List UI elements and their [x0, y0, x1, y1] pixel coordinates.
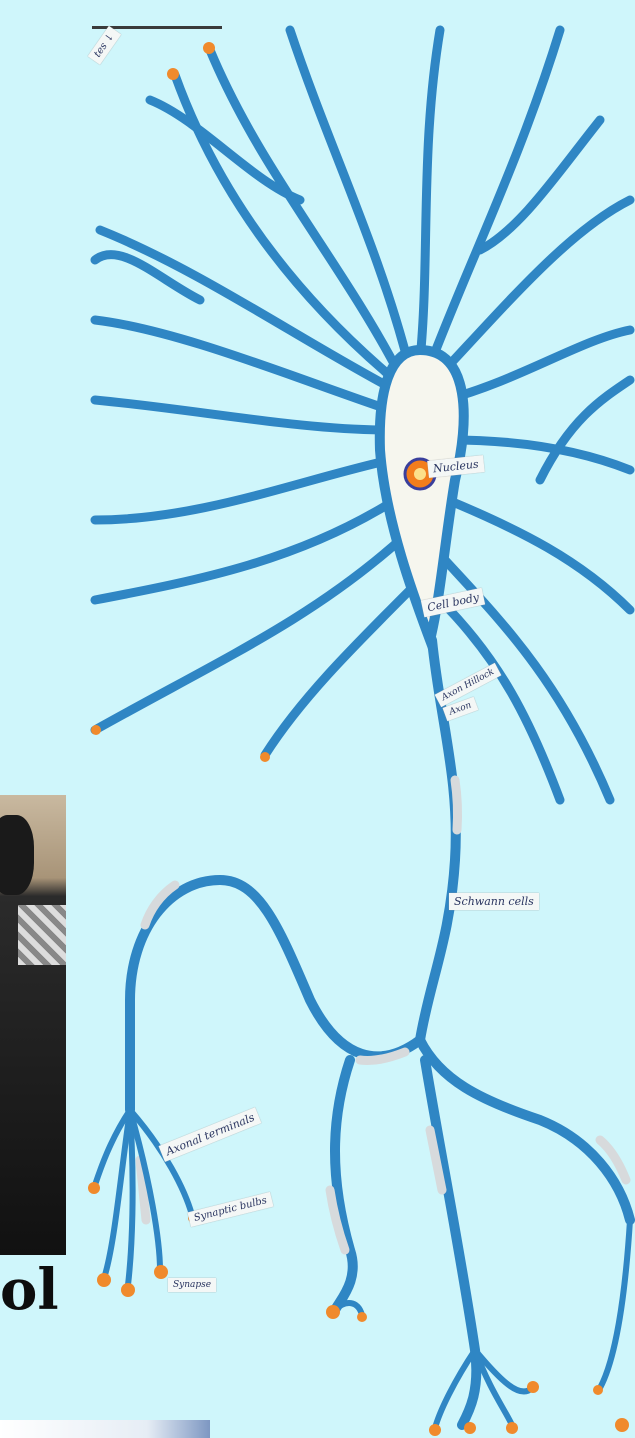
synaptic-bulb — [593, 1385, 603, 1395]
dendrite — [265, 590, 410, 755]
myelin-sheaths — [140, 780, 626, 1250]
synaptic-bulb — [326, 1305, 340, 1319]
synaptic-bulb — [506, 1422, 518, 1434]
dendrite — [440, 600, 560, 800]
synaptic-bulb — [260, 752, 270, 762]
student-photo — [0, 795, 66, 1255]
synaptic-bulb — [203, 42, 215, 54]
synaptic-bulbs — [88, 42, 629, 1436]
synaptic-bulb — [357, 1312, 367, 1322]
nucleolus — [414, 468, 426, 480]
axon-branch-left — [130, 880, 420, 1110]
axon — [130, 640, 630, 1425]
dendrite — [95, 460, 390, 520]
dendrites — [95, 30, 630, 800]
dendrite — [95, 400, 388, 430]
dendrite — [95, 255, 200, 300]
synaptic-bulb — [154, 1265, 168, 1279]
synaptic-bulb — [464, 1422, 476, 1434]
synaptic-bulb — [167, 68, 179, 80]
synaptic-bulb — [121, 1283, 135, 1297]
label-schwann-cells: Schwann cells — [449, 893, 539, 910]
axon-branch-mid — [335, 1060, 353, 1310]
synaptic-bulb — [615, 1418, 629, 1432]
cropped-image-strip — [0, 1420, 210, 1438]
dendrite — [420, 30, 440, 360]
dendrite — [440, 200, 630, 375]
photo-person — [0, 815, 34, 895]
synaptic-bulb — [91, 725, 101, 735]
synaptic-bulb — [88, 1182, 100, 1194]
terminal-branch — [600, 1220, 630, 1388]
synaptic-bulb — [527, 1381, 539, 1393]
dendrite — [100, 230, 395, 390]
terminal-branch — [128, 1110, 133, 1285]
synaptic-bulb — [97, 1273, 111, 1287]
cropped-heading: ol — [0, 1262, 59, 1318]
terminal-branch — [475, 1350, 512, 1425]
dendrite — [290, 30, 410, 370]
dendrite — [210, 50, 400, 375]
schwann-cell — [455, 780, 458, 830]
synaptic-bulb — [429, 1424, 441, 1436]
label-synapse: Synapse — [168, 1278, 216, 1292]
axon-branch-low — [425, 1060, 476, 1425]
photo-background-person — [18, 905, 66, 965]
